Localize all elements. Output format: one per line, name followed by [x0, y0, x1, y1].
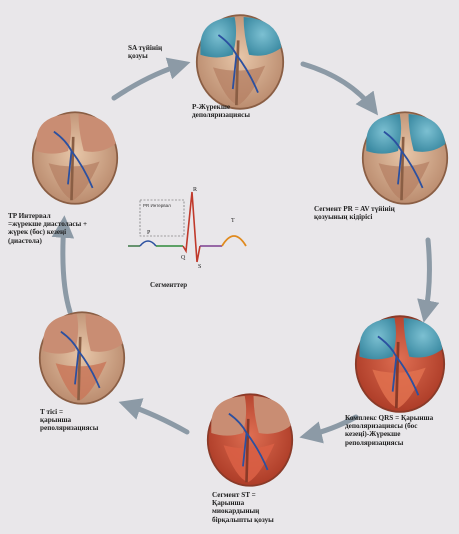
caption-line: Қарынша: [212, 499, 274, 507]
caption-line: SA түйінің: [128, 44, 162, 52]
caption-line: қарынша: [40, 416, 98, 424]
ecg-t-wave: [222, 236, 246, 246]
caption-line: қозуының кідірісі: [314, 213, 395, 221]
heart-sa-node: [197, 15, 283, 109]
heart-t-wave: [40, 312, 124, 404]
arrow-st-to-t: [125, 404, 187, 432]
right-atrium: [200, 17, 236, 58]
left-atrium: [86, 314, 123, 352]
septum: [401, 137, 403, 200]
ecg-inset: PR Интервал P Q R S T Сегменттер: [128, 187, 246, 289]
left-atrium: [254, 396, 291, 434]
caption-line: TP Интервал: [8, 212, 87, 220]
left-atrium: [244, 17, 282, 56]
septum: [236, 40, 238, 105]
ecg-label-s: S: [198, 264, 201, 270]
right-atrium: [366, 114, 401, 154]
caption-t-wave: T тісі = қарынша реполяризациясы: [40, 408, 98, 433]
right-atrium: [211, 396, 246, 436]
caption-line: Комплекс QRS = Қарынша: [345, 414, 433, 422]
caption-line: қозуы: [128, 52, 162, 60]
heart-qrs-complex: [356, 316, 444, 412]
caption-st-segment: Сегмент ST = Қарынша миокардының бірқалы…: [212, 491, 274, 524]
caption-line: жүрек (бос) кезеңі: [8, 228, 87, 236]
caption-line: деполяризациясы: [192, 111, 250, 119]
caption-line: бірқалыпты қозуы: [212, 516, 274, 524]
caption-line: Сегмент ST =: [212, 491, 274, 499]
caption-line: Сегмент PR = AV түйінің: [314, 205, 395, 213]
caption-line: реполяризациясы: [345, 439, 433, 447]
caption-p-wave: P-Жүрекше деполяризациясы: [192, 103, 250, 119]
ecg-title: Сегменттер: [150, 281, 187, 289]
septum: [78, 337, 80, 400]
arrow-tp-to-sa: [114, 64, 184, 98]
caption-line: (диастола): [8, 237, 87, 245]
septum: [396, 342, 398, 408]
heart-tp-interval: [33, 112, 117, 204]
heart-pr-segment: [363, 112, 447, 204]
left-atrium: [409, 114, 446, 152]
caption-line: реполяризациясы: [40, 424, 98, 432]
ecg-label-t: T: [231, 218, 235, 224]
ecg-label-q: Q: [181, 255, 186, 261]
right-atrium: [36, 114, 71, 154]
ecg-p-wave: [140, 241, 156, 246]
ecg-label-r: R: [193, 187, 197, 193]
septum: [246, 419, 248, 482]
arrow-sa-to-pr: [303, 64, 374, 110]
septum: [71, 137, 73, 200]
caption-line: T тісі =: [40, 408, 98, 416]
caption-line: кезеңі)-Жүрекше: [345, 430, 433, 438]
caption-tp-interval: TP Интервал =жүрекше диастоласы + жүрек …: [8, 212, 87, 245]
ecg-qrs-complex: [183, 192, 200, 262]
left-atrium: [404, 318, 443, 358]
caption-line: миокардының: [212, 507, 274, 515]
right-atrium: [43, 314, 78, 354]
left-atrium: [79, 114, 116, 152]
caption-pr-segment: Сегмент PR = AV түйінің қозуының кідіріс…: [314, 205, 395, 221]
arrow-pr-to-qrs: [425, 240, 429, 316]
heart-st-segment: [208, 394, 292, 486]
right-atrium: [360, 318, 396, 359]
caption-line: P-Жүрекше: [192, 103, 250, 111]
caption-sa-node: SA түйінің қозуы: [128, 44, 162, 60]
ecg-label-p: P: [147, 230, 151, 236]
caption-qrs-complex: Комплекс QRS = Қарынша деполяризациясы (…: [345, 414, 433, 447]
ecg-box-label: PR Интервал: [143, 203, 171, 208]
